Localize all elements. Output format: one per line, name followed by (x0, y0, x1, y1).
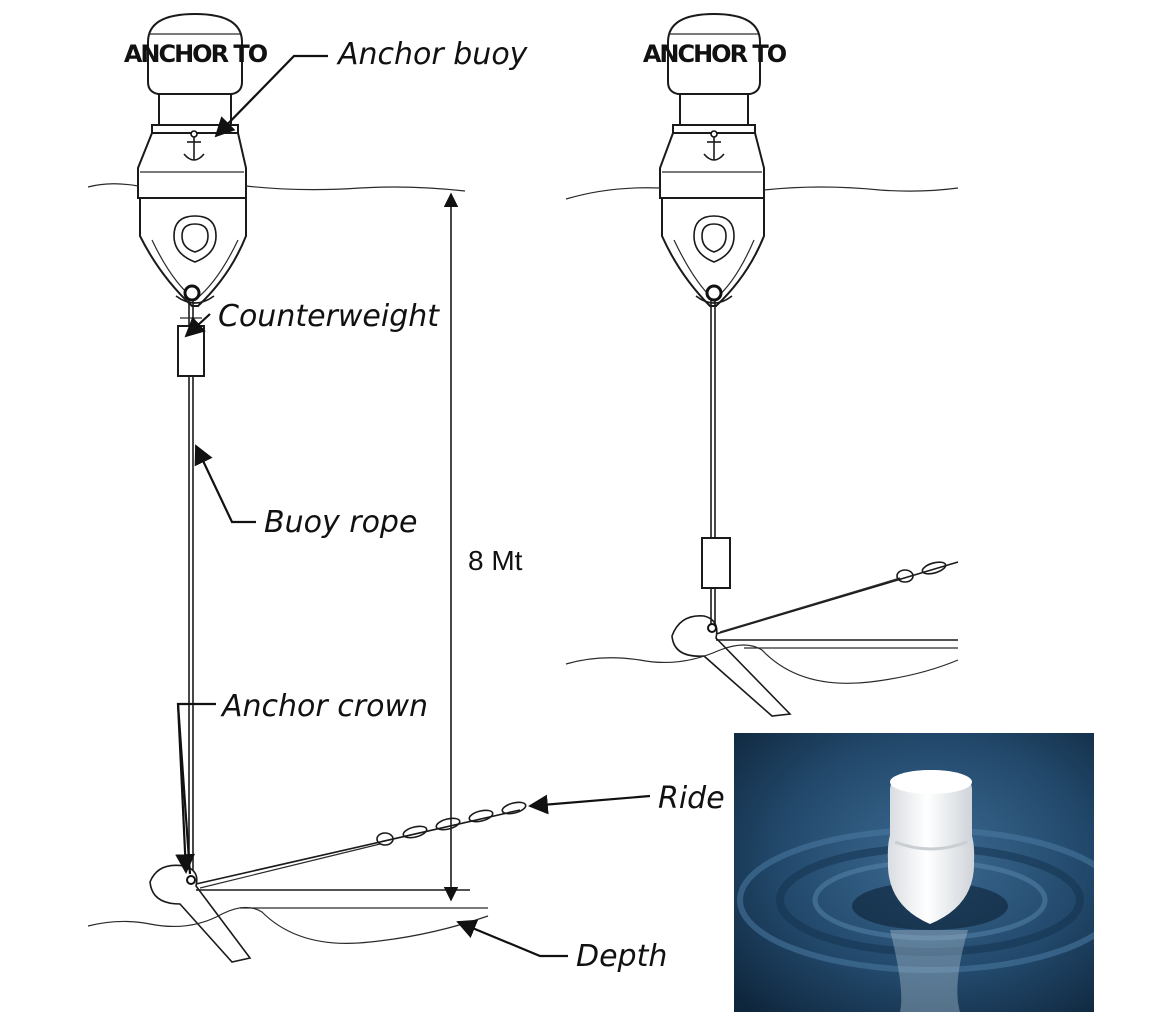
left-buoy-eye (173, 215, 217, 263)
left-buoy: ANCHOR TO (124, 12, 270, 307)
label-ride: Ride (658, 781, 725, 816)
buoy-photo (734, 733, 1094, 1012)
right-rope-assembly (701, 300, 731, 626)
left-anchor (149, 801, 527, 963)
label-counterweight: Counterweight (218, 299, 440, 334)
depth-value-label: 8 Mt (468, 545, 523, 576)
left-water-surface (87, 183, 466, 192)
left-counterweight (177, 325, 205, 377)
right-anchor (671, 561, 959, 717)
right-brand-text: ANCHOR TO (643, 40, 787, 68)
label-anchor-crown: Anchor crown (220, 689, 428, 724)
callout-counterweight: Counterweight (184, 299, 440, 338)
callout-buoy-rope: Buoy rope (194, 444, 417, 540)
depth-dimension: 8 Mt (443, 192, 523, 902)
right-ride-chain (896, 561, 947, 583)
anchor-icon (703, 130, 725, 161)
label-depth: Depth (576, 939, 667, 974)
anchor-icon (183, 130, 205, 161)
left-seabed (87, 906, 489, 944)
left-rope-ring (183, 284, 201, 302)
left-brand-text: ANCHOR TO (124, 40, 268, 68)
label-anchor-buoy: Anchor buoy (336, 37, 529, 72)
right-water-surface (565, 186, 959, 200)
right-buoy: ANCHOR TO (643, 12, 789, 307)
callout-depth: Depth (456, 919, 667, 974)
callout-ride: Ride (528, 781, 725, 816)
right-counterweight (701, 537, 731, 589)
label-buoy-rope: Buoy rope (264, 505, 417, 540)
right-seabed (565, 644, 959, 684)
callout-anchor-buoy: Anchor buoy (214, 37, 529, 138)
callout-anchor-crown: Anchor crown (175, 689, 428, 875)
left-ride-chain (376, 801, 527, 846)
